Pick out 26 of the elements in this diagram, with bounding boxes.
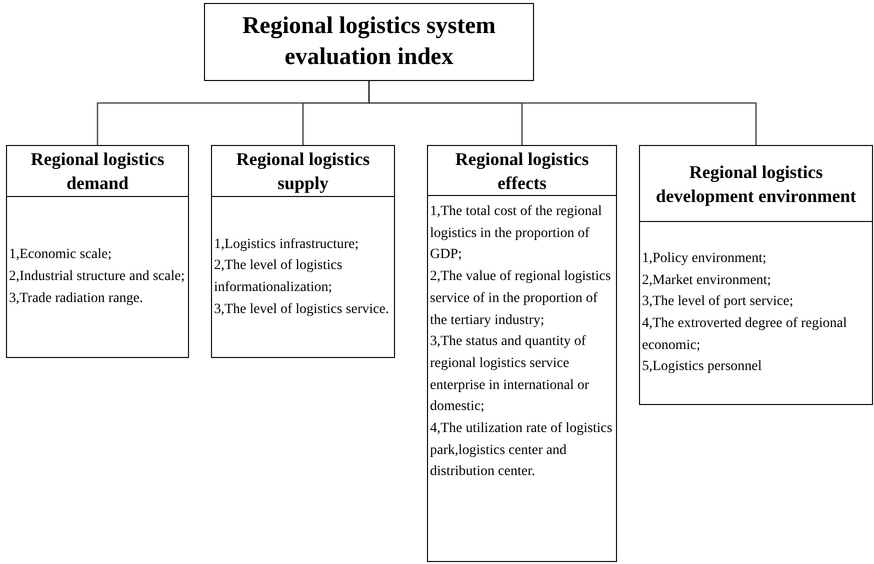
indicator-item: 4,The utilization rate of logistics park,logistics center and distribution center. — [430, 420, 614, 482]
indicator-item: 5,Logistics personnel — [642, 358, 763, 376]
indicator-item: 2,The level of logistics informationalization; — [214, 257, 344, 297]
title-box — [204, 3, 534, 81]
heading-text: Regional logistics system evaluation index — [241, 12, 497, 72]
category-heading: Regional logistics effects — [454, 148, 590, 194]
indicator-item: 1,Logistics infrastructure; — [214, 236, 360, 254]
indicator-item: 3,Trade radiation range. — [9, 290, 144, 308]
connector-line — [368, 81, 757, 145]
category-box — [427, 145, 617, 562]
indicator-item: 2,Market environment; — [642, 272, 772, 290]
category-heading: Regional logistics development environment — [654, 160, 858, 208]
indicator-item: 4,The extroverted degree of regional economic; — [642, 315, 848, 355]
category-box — [6, 145, 189, 358]
indicator-item: 1,Policy environment; — [642, 250, 768, 268]
category-heading: Regional logistics supply — [235, 148, 371, 195]
indicator-item: 3,The level of port service; — [642, 293, 794, 312]
category-box — [211, 145, 395, 358]
category-heading: Regional logistics demand — [30, 148, 166, 195]
indicator-item: 1,The total cost of the regional logistics in the proportion of GDP; — [430, 203, 603, 264]
indicator-item: 3,The status and quantity of regional logistics service enterprise in international or domestic; — [430, 333, 590, 416]
category-box — [639, 145, 873, 405]
indicator-item: 1,Economic scale; — [9, 246, 113, 264]
indicator-item: 3,The level of logistics service. — [214, 300, 390, 319]
indicator-item: 2,The value of regional logistics service of in the proportion of the tertiary industry; — [430, 268, 612, 330]
indicator-item: 2,Industrial structure and scale; — [9, 268, 186, 286]
